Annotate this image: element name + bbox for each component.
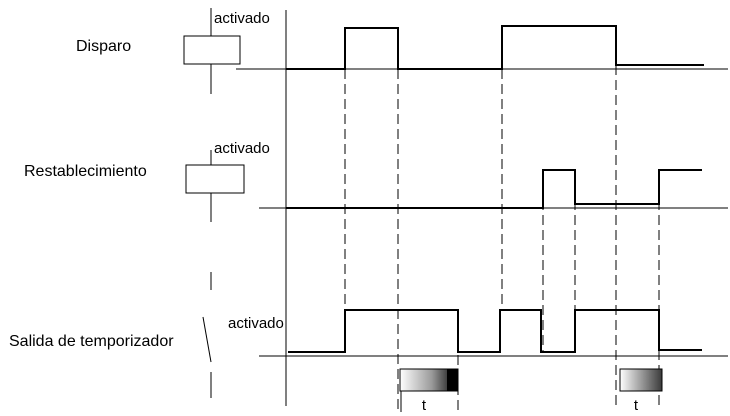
disparo-state-label: activado (214, 10, 270, 27)
restablecimiento-waveform (286, 169, 702, 209)
salida-label: Salida de temporizador (9, 333, 174, 350)
disparo-symbol (183, 8, 241, 94)
disparo-waveform (286, 25, 704, 70)
timer-1-label: t (422, 397, 427, 414)
timer-bar-1 (399, 368, 459, 392)
disparo-label: Disparo (76, 38, 131, 55)
dashed-reference-lines (344, 65, 660, 410)
salida-state-label: activado (228, 315, 284, 332)
restablecimiento-symbol (185, 150, 245, 222)
salida-waveform (288, 309, 702, 353)
restablecimiento-label: Restablecimiento (24, 163, 147, 180)
timer-2-label: t (634, 397, 639, 414)
restablecimiento-state-label: activado (214, 140, 270, 157)
timer-bar-2 (619, 368, 663, 392)
salida-symbol (202, 272, 212, 398)
